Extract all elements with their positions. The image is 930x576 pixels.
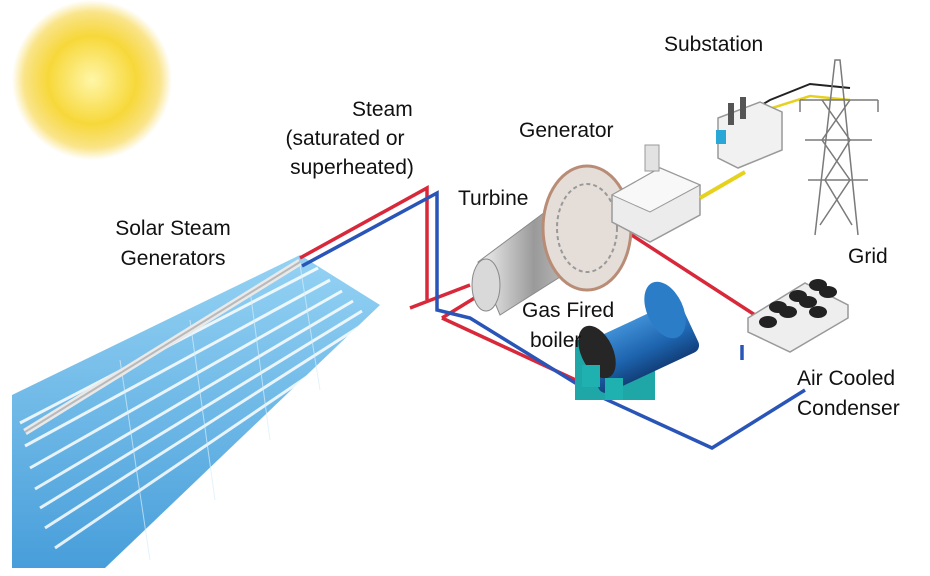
solar-generators-label-line2: Generators	[120, 247, 226, 270]
steam-label-line2: (saturated or	[285, 127, 405, 150]
steam-label-line1: Steam	[352, 98, 413, 121]
grid-label: Grid	[848, 245, 888, 268]
turbine-label: Turbine	[458, 187, 529, 210]
gas-fired-boiler	[575, 281, 700, 400]
turbine	[471, 164, 633, 316]
generator	[610, 144, 702, 243]
substation-label: Substation	[664, 33, 764, 56]
generator-label: Generator	[519, 119, 614, 142]
boiler-label-line2: boiler	[530, 329, 582, 352]
air-cooled-condenser	[747, 279, 849, 353]
solar-generators-label-line1: Solar Steam	[115, 217, 231, 240]
boiler-label-line1: Gas Fired	[522, 299, 615, 322]
steam-label-line3: superheated)	[290, 156, 414, 179]
sun-icon	[12, 0, 172, 160]
solar-mirror-field	[12, 255, 380, 568]
cold-water-pipe	[301, 190, 806, 450]
condenser-label-line2: Condenser	[797, 397, 900, 420]
transmission-tower-icon	[799, 59, 879, 236]
substation	[716, 97, 783, 169]
condenser-label-line1: Air Cooled	[797, 367, 896, 390]
